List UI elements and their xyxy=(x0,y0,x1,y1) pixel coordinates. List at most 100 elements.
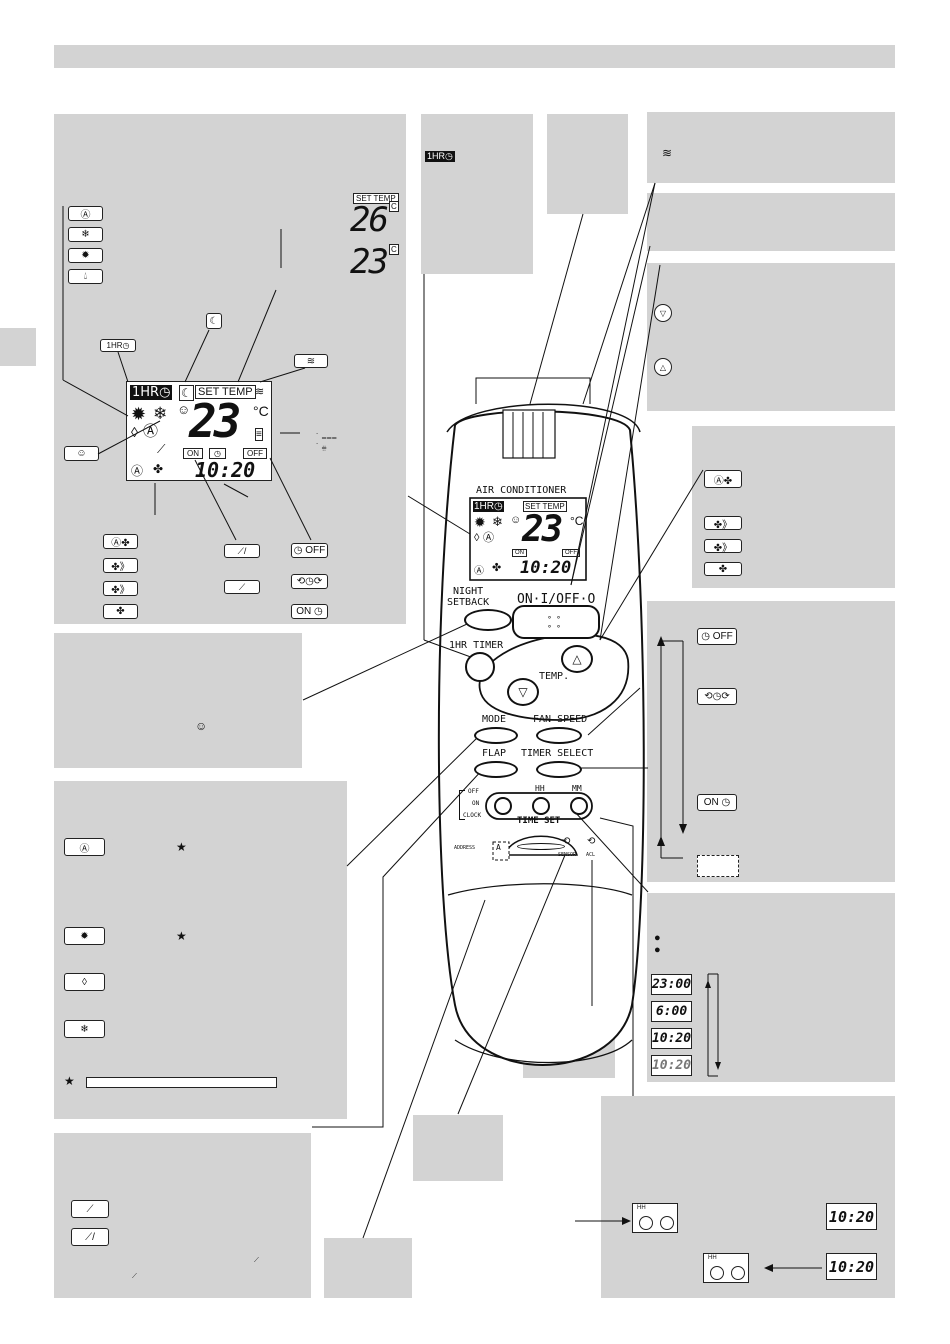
hr-timer-button[interactable] xyxy=(465,652,495,682)
fan-high-icon: ✤》 xyxy=(103,558,138,573)
lcd-auto-icon: Ⓐ xyxy=(143,423,159,440)
lcd-temp-value: 23 xyxy=(189,394,241,448)
fan-medium-icon: ✤》 xyxy=(103,581,138,596)
remote-lcd-cool-icon: ❄ xyxy=(492,514,503,529)
time-set-clock-b: 10:20 xyxy=(826,1253,877,1280)
hr-timer-label: 1HR TIMER xyxy=(449,640,504,651)
hh-circle-b xyxy=(710,1266,724,1280)
clock-switch[interactable] xyxy=(459,790,465,820)
remote-lcd-face-icon: ☺ xyxy=(510,514,522,526)
main-lcd: 1HR◷ ✹ ❄ ◊ Ⓐ ☾ ☺ SET TEMP ≋ 23 °C ≡ ⟋ ON… xyxy=(126,381,272,482)
temp-unit-a: C xyxy=(389,201,399,212)
clock-set-button[interactable] xyxy=(494,797,512,815)
remote-lcd-auto-fan: Ⓐ xyxy=(474,566,484,577)
temp-example-a: 26 xyxy=(350,200,389,240)
flap-label: FLAP xyxy=(482,748,507,759)
clock-switch-clock: CLOCK xyxy=(463,812,482,819)
mode-panel-heat-icon: ✹ xyxy=(64,927,105,945)
lcd-temp-unit: °C xyxy=(253,403,269,419)
mode-button[interactable] xyxy=(474,727,518,744)
lcd-hr-label: 1HR xyxy=(132,385,160,400)
lcd-heat-icon: ✹ xyxy=(131,404,147,424)
signal-icon: ≋ xyxy=(294,354,328,368)
one-hour-panel xyxy=(421,114,533,274)
fan-low-icon: ✤ xyxy=(103,604,138,619)
mode-star-2: ★ xyxy=(176,929,187,943)
heat-mode-icon: ✹ xyxy=(68,248,103,263)
lcd-timer-icon: ◷ xyxy=(209,448,226,459)
address-slider[interactable] xyxy=(517,843,565,850)
flap-panel-swing-icon: ⟋/ xyxy=(71,1228,109,1246)
temp-panel xyxy=(647,263,895,411)
clock-bullet-2: ● xyxy=(654,944,661,956)
fan-speed-panel xyxy=(692,426,895,588)
cool-mode-icon: ❄ xyxy=(68,227,103,242)
lcd-off-label: OFF xyxy=(243,448,267,459)
address-a-label: A xyxy=(496,843,501,852)
remote-lcd-off: OFF xyxy=(562,549,580,557)
signal-panel xyxy=(647,112,895,183)
fan-speed-button[interactable] xyxy=(536,727,582,744)
auto-fan-icon: Ⓐ✤ xyxy=(103,534,138,549)
temp-unit-b: C xyxy=(389,244,399,255)
one-hour-panel-icon-label: 1HR xyxy=(427,151,446,161)
lcd-dry-icon: ◊ xyxy=(131,424,138,440)
clock-switch-on: ON xyxy=(472,800,480,807)
fan-speed-label: FAN SPEED xyxy=(533,714,588,725)
side-tab xyxy=(0,328,36,366)
mode-panel-dry-icon: ◊ xyxy=(64,973,105,991)
on-off-button[interactable]: ∘∘∘∘ xyxy=(512,605,600,639)
clock-bullet-1: ● xyxy=(654,932,661,944)
clock-display-1: 23:00 xyxy=(651,974,692,995)
flap-panel-fixed-icon: ⟋ xyxy=(71,1200,109,1218)
temp-up-button[interactable]: △ xyxy=(561,645,593,673)
sensor-panel xyxy=(413,1115,503,1181)
hh-label: HH xyxy=(535,784,545,793)
fixed-flap-icon: ⟋ xyxy=(224,580,260,594)
hh-mm-buttons-b: HH xyxy=(703,1253,749,1283)
remote-lcd-unit: °C xyxy=(570,514,584,528)
timer-panel-cycle-icon: ⟲◷⟳ xyxy=(697,688,737,705)
time-set-label: TIME SET xyxy=(517,816,561,826)
on-timer-icon: ON ◷ xyxy=(291,604,328,619)
off-timer-icon-label: OFF xyxy=(305,545,326,556)
sensor-icon: ⟲ xyxy=(562,836,571,847)
fan-panel-auto-icon: Ⓐ✤ xyxy=(704,470,742,488)
lcd-signal-icon: ≋ xyxy=(255,386,265,398)
lcd-auto-fan-icon: Ⓐ xyxy=(131,464,144,478)
temp-label: TEMP. xyxy=(539,671,570,682)
hour-timer-icon: 1HR◷ xyxy=(100,339,136,352)
remote-lcd: 1HR◷ ✹ ❄ ◊ Ⓐ ☺ SET TEMP 23 °C ON OFF Ⓐ ✤… xyxy=(470,498,586,580)
night-setback-label: NIGHT SETBACK xyxy=(447,586,490,608)
mode-panel xyxy=(54,781,347,1119)
hh-label-a: HH xyxy=(637,1205,646,1211)
night-setback-panel xyxy=(54,633,302,768)
mm-button[interactable] xyxy=(570,797,588,815)
flap-button[interactable] xyxy=(474,761,518,778)
remote-lcd-dry-icon: ◊ xyxy=(474,532,480,544)
address-label: ADDRESS xyxy=(454,845,476,851)
mm-label: MM xyxy=(572,784,582,793)
hh-mm-buttons-a: HH xyxy=(632,1203,678,1233)
flap-panel-mark-2: ⟋ xyxy=(132,1273,137,1280)
night-panel-face-icon: ☺ xyxy=(195,719,208,733)
auto-mode-icon: Ⓐ xyxy=(68,206,103,221)
hh-button[interactable] xyxy=(532,797,550,815)
set-temp-small-label: SET TEMP xyxy=(353,193,399,204)
mode-panel-cool-icon: ❄ xyxy=(64,1020,105,1038)
hh-circle-a xyxy=(639,1216,653,1230)
timer-panel-on-label: ON xyxy=(703,797,719,808)
timer-select-button[interactable] xyxy=(536,761,582,778)
lcd-night-icon: ☾ xyxy=(179,385,194,401)
lcd-face-icon: ☺ xyxy=(177,402,191,417)
temp-down-button[interactable]: ▽ xyxy=(507,678,539,706)
hh-label-b: HH xyxy=(708,1255,717,1261)
swing-flap-icon: ⟋/ xyxy=(224,544,260,558)
fan-panel-medium-icon: ✤》 xyxy=(704,539,742,554)
temp-example-b: 23 xyxy=(350,242,389,282)
flap-panel-mark-1: ⟋ xyxy=(254,1257,259,1264)
remote-lcd-hr: 1HR◷ xyxy=(473,501,504,512)
mode-note-box xyxy=(86,1077,277,1088)
night-setback-button[interactable] xyxy=(464,609,512,631)
signal-panel-icon: ≋ xyxy=(662,146,673,160)
